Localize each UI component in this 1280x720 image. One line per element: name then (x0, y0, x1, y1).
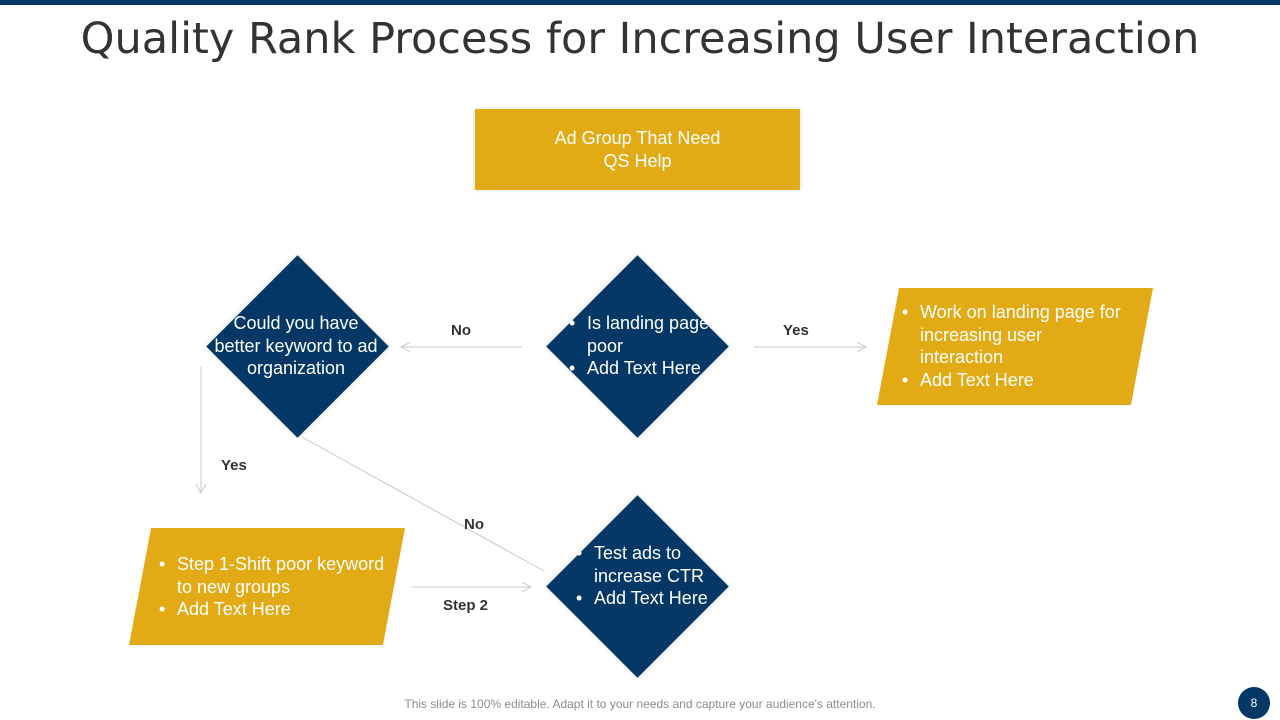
start-node-ad-group: Ad Group That Need QS Help (475, 109, 800, 190)
shift-action-bullet-1: Step 1-Shift poor keyword to new groups (157, 553, 392, 598)
page-number-badge: 8 (1238, 687, 1270, 719)
landing-action-bullet-1: Work on landing page for increasing user… (900, 301, 1130, 369)
landing-bullet-2: Add Text Here (567, 357, 717, 380)
line-keyword-no (301, 436, 545, 572)
test-ads-text: Test ads to increase CTR Add Text Here (574, 542, 724, 610)
decision-keyword-text: Could you have better keyword to ad orga… (214, 313, 378, 378)
shift-action-text: Step 1-Shift poor keyword to new groups … (157, 553, 392, 621)
slide-title: Quality Rank Process for Increasing User… (80, 14, 1200, 64)
test-ads-bullet-1: Test ads to increase CTR (574, 542, 724, 587)
edge-label-keyword-no: No (464, 516, 484, 533)
decision-landing-text: Is landing page poor Add Text Here (567, 312, 717, 380)
shift-action-bullet-2: Add Text Here (157, 598, 392, 621)
landing-bullet-1: Is landing page poor (567, 312, 717, 357)
top-accent-bar (0, 0, 1280, 5)
edge-label-landing-no: No (451, 322, 471, 339)
footer-note: This slide is 100% editable. Adapt it to… (404, 697, 876, 711)
test-ads-bullet-2: Add Text Here (574, 587, 724, 610)
landing-action-bullet-2: Add Text Here (900, 369, 1130, 392)
edge-label-keyword-yes: Yes (221, 457, 247, 474)
edge-label-landing-yes: Yes (783, 322, 809, 339)
start-node-line-2: QS Help (603, 150, 672, 171)
landing-action-text: Work on landing page for increasing user… (900, 301, 1130, 391)
start-node-line-1: Ad Group That Need (554, 127, 721, 148)
edge-label-step-2: Step 2 (443, 597, 489, 614)
